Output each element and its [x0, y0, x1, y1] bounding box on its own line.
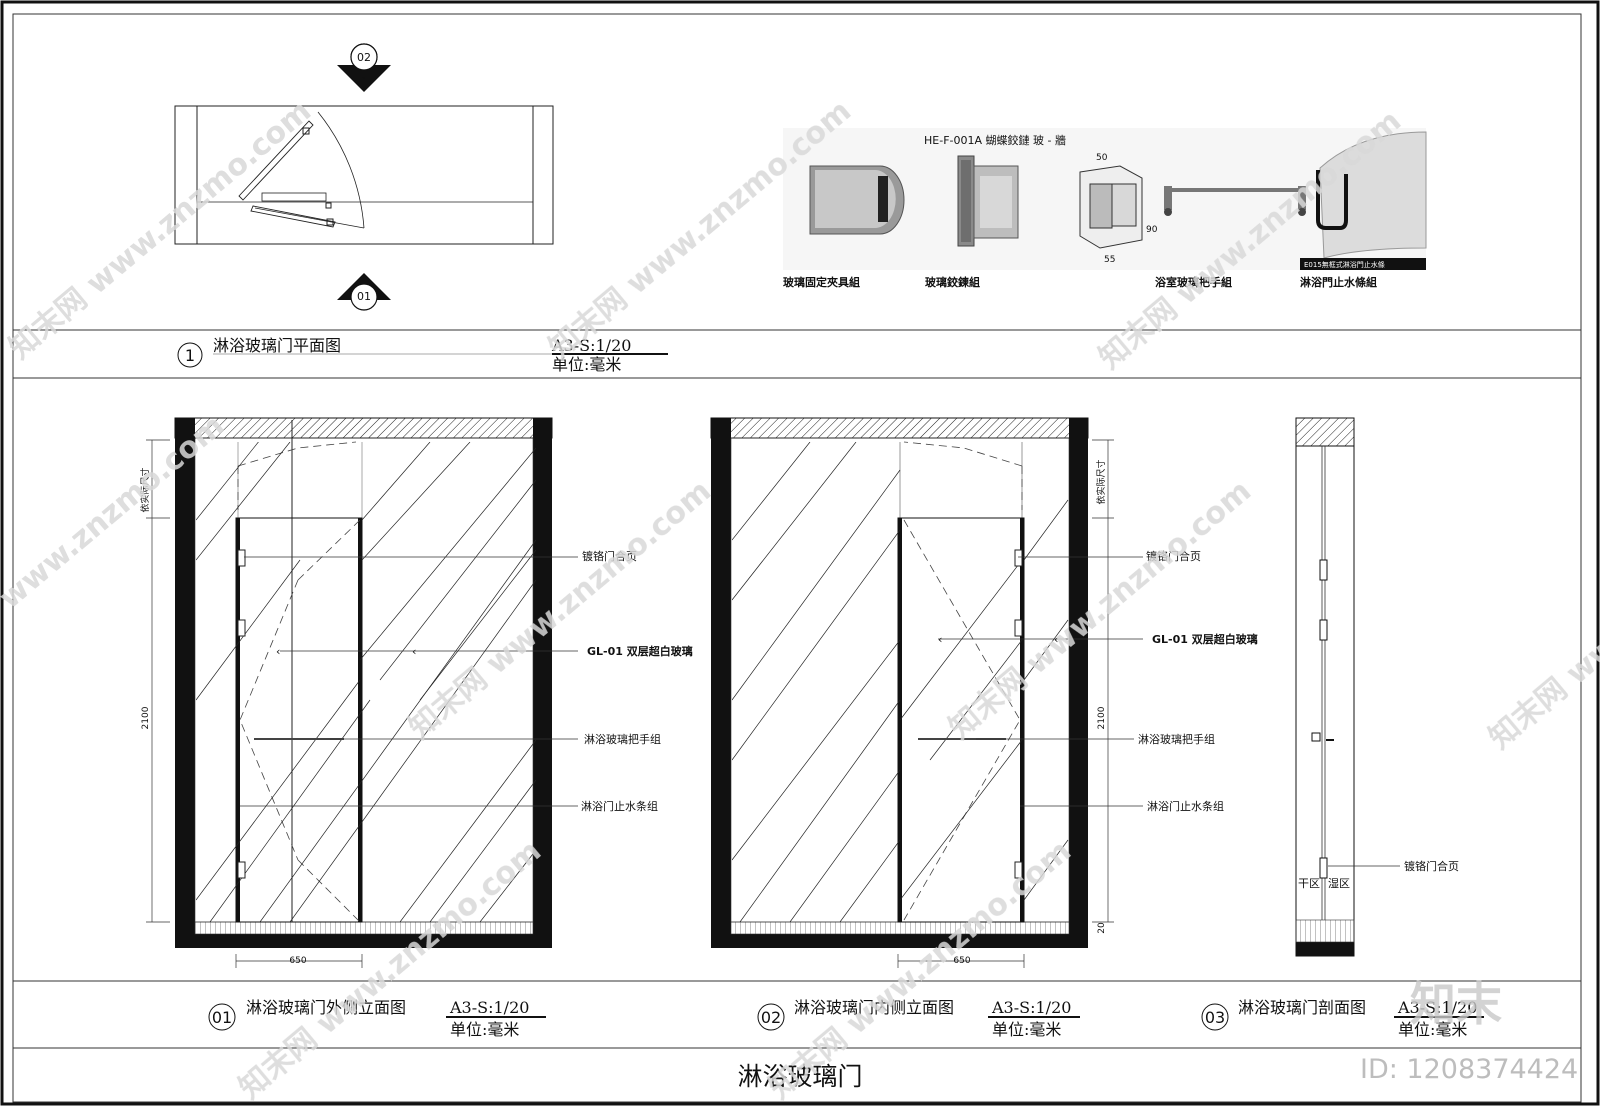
- section-wet-zone: 湿区: [1328, 877, 1350, 890]
- elevation-exterior: 依实际尺寸 2100 650 ‹ ‹ 镀铬门合页 GL-01 双层超白玻璃 淋浴…: [139, 417, 693, 968]
- int-scale: A3-S:1/20: [991, 998, 1071, 1017]
- ext-dim-top: 依实际尺寸: [139, 467, 151, 512]
- ext-callout-handle: 淋浴玻璃把手组: [584, 732, 661, 746]
- ext-arrow-2: ‹: [412, 645, 416, 658]
- plan-title: 淋浴玻璃门平面图: [213, 336, 341, 355]
- ext-title-block: 01 淋浴玻璃门外侧立面图 A3-S:1/20 单位:毫米: [208, 998, 546, 1039]
- int-callout-handle: 淋浴玻璃把手组: [1138, 732, 1215, 746]
- hardware-label-handle: 浴室玻璃把手組: [1155, 275, 1232, 289]
- plan-view: [174, 105, 554, 245]
- ext-arrow-1: ‹: [276, 645, 280, 658]
- section-scale: A3-S:1/20: [1397, 998, 1477, 1017]
- section-view: 镀铬门合页 干区 湿区: [1295, 417, 1459, 957]
- section-dry-zone: 干区: [1298, 877, 1320, 890]
- section-title: 淋浴玻璃门剖面图: [1238, 998, 1366, 1017]
- watermark-7: 知末网 www.znzmo.com: [233, 834, 548, 1106]
- int-callout-strip: 淋浴门止水条组: [1147, 799, 1224, 813]
- plan-number: 1: [185, 346, 195, 365]
- int-callout-hinge: 镀铬门合页: [1146, 549, 1201, 563]
- int-dim-vertical: 2100: [1097, 706, 1107, 729]
- hinge-dim-90: 90: [1146, 225, 1158, 235]
- watermark-9: 知末网 www.znzmo.com: [1483, 484, 1600, 757]
- int-dim-width: 650: [953, 956, 970, 966]
- ext-dim-width: 650: [289, 956, 306, 966]
- water-strip-caption: E015無框式淋浴門止水條: [1304, 260, 1385, 269]
- view-marker-bottom-label: 01: [357, 290, 371, 303]
- int-unit: 单位:毫米: [992, 1020, 1061, 1039]
- view-marker-top-dot: -: [362, 73, 365, 83]
- ext-callout-hinge: 镀铬门合页: [582, 549, 637, 563]
- hardware-panel: HE-F-001A 蝴蝶鉸鏈 玻 - 牆 玻璃固定夾具組 玻璃鉸鍊組 50 90…: [783, 128, 1427, 289]
- section-number: 03: [1205, 1008, 1225, 1027]
- ext-callout-strip: 淋浴门止水条组: [581, 799, 658, 813]
- int-number: 02: [761, 1008, 781, 1027]
- hinge-dimension-sketch: 50 90 55: [1079, 153, 1158, 265]
- ext-unit: 单位:毫米: [450, 1020, 519, 1039]
- watermark-5: 知末网 www.znzmo.com: [403, 474, 718, 747]
- ext-callout-glass: GL-01 双层超白玻璃: [587, 644, 693, 658]
- elevation-interior: 依实际尺寸 2100 20 650 ‹ ‹ 镀铬门合页 GL-01 双层超白玻璃…: [710, 417, 1258, 968]
- hardware-label-hinge: 玻璃鉸鍊組: [925, 275, 980, 289]
- hardware-label-strip: 淋浴門止水條組: [1300, 275, 1377, 289]
- int-callout-glass: GL-01 双层超白玻璃: [1152, 632, 1258, 646]
- plan-title-block: 1 淋浴玻璃门平面图 A3-S:1/20 单位:毫米: [177, 336, 668, 374]
- view-marker-top-label: 02: [357, 51, 371, 64]
- hinge-dim-55: 55: [1104, 255, 1115, 265]
- ext-title: 淋浴玻璃门外侧立面图: [246, 998, 406, 1017]
- view-marker-bottom: 01 -: [337, 273, 391, 315]
- ext-number: 01: [212, 1008, 232, 1027]
- inner-border: [12, 13, 1582, 1103]
- watermark-1: 知末网 www.znzmo.com: [3, 94, 318, 367]
- view-marker-top: 02 -: [337, 43, 391, 92]
- hinge-dim-50: 50: [1096, 153, 1108, 163]
- sheet-title: 淋浴玻璃门: [737, 1062, 862, 1091]
- water-strip-photo: E015無框式淋浴門止水條: [1300, 131, 1427, 270]
- id-label: ID: 1208374424: [1360, 1054, 1578, 1085]
- brand-logo: 知末: [1410, 977, 1502, 1031]
- int-dim-bottom: 20: [1097, 922, 1107, 934]
- glass-clamp-photo: [809, 165, 905, 235]
- section-unit: 单位:毫米: [1398, 1020, 1467, 1039]
- watermark-8: 知末网 www.znzmo.com: [763, 834, 1078, 1106]
- section-title-block: 03 淋浴玻璃门剖面图 A3-S:1/20 单位:毫米: [1201, 998, 1484, 1039]
- section-callout-hinge: 镀铬门合页: [1404, 859, 1459, 873]
- int-title-block: 02 淋浴玻璃门内侧立面图 A3-S:1/20 单位:毫米: [757, 998, 1080, 1039]
- int-arrow-2: ‹: [1054, 633, 1058, 646]
- watermark-4: www.znzmo.com: [0, 408, 231, 616]
- hardware-label-clamp: 玻璃固定夾具組: [783, 275, 860, 289]
- ext-scale: A3-S:1/20: [449, 998, 529, 1017]
- int-title: 淋浴玻璃门内侧立面图: [794, 998, 954, 1017]
- watermark-6: 知末网 www.znzmo.com: [943, 474, 1258, 747]
- int-arrow-1: ‹: [938, 633, 942, 646]
- plan-unit: 单位:毫米: [552, 355, 621, 374]
- hardware-header: HE-F-001A 蝴蝶鉸鏈 玻 - 牆: [924, 133, 1066, 147]
- view-marker-bottom-dot: -: [362, 305, 365, 315]
- ext-dim-vertical: 2100: [141, 706, 151, 729]
- bathroom-handle-photo: [1164, 186, 1306, 216]
- int-dim-top: 依实际尺寸: [1095, 459, 1107, 504]
- plan-scale: A3-S:1/20: [551, 336, 631, 355]
- glass-hinge-photo: [957, 155, 1019, 247]
